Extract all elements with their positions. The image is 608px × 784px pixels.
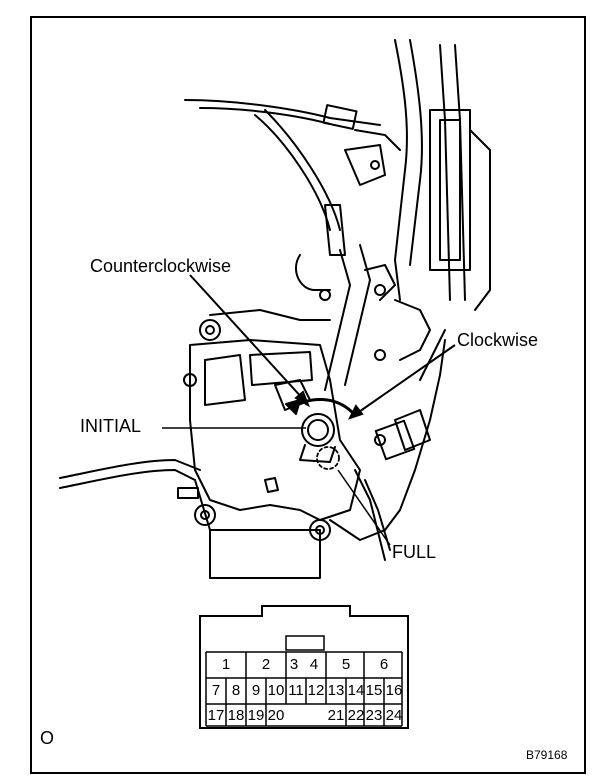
pin-number: 20 <box>267 707 285 724</box>
counterclockwise-label: Counterclockwise <box>90 256 232 276</box>
full-label: FULL <box>392 542 437 562</box>
pin-number: 18 <box>227 707 245 724</box>
pin-number: 24 <box>385 707 403 724</box>
pin-number: 3 <box>289 656 299 673</box>
corner-mark: O <box>40 728 55 748</box>
pin-number: 6 <box>379 656 389 673</box>
pin-number: 10 <box>267 682 285 699</box>
pin-number: 19 <box>247 707 265 724</box>
clockwise-label: Clockwise <box>457 330 539 350</box>
pin-number: 15 <box>365 682 383 699</box>
pin-number: 5 <box>341 656 351 673</box>
pin-number: 12 <box>307 682 325 699</box>
initial-label: INITIAL <box>80 416 142 436</box>
pin-number: 2 <box>261 656 271 673</box>
pin-number: 1 <box>221 656 231 673</box>
figure-id: B79168 <box>526 748 568 762</box>
pin-number: 21 <box>327 707 345 724</box>
pin-number: 9 <box>251 682 261 699</box>
pin-number: 11 <box>288 682 304 699</box>
pin-number: 8 <box>231 682 241 699</box>
pin-number: 17 <box>207 707 225 724</box>
pin-number: 4 <box>309 656 319 673</box>
pin-number: 23 <box>365 707 383 724</box>
pin-number: 14 <box>347 682 365 699</box>
pin-number: 16 <box>385 682 403 699</box>
pin-number: 22 <box>347 707 365 724</box>
pin-number: 7 <box>211 682 221 699</box>
pin-number: 13 <box>327 682 345 699</box>
